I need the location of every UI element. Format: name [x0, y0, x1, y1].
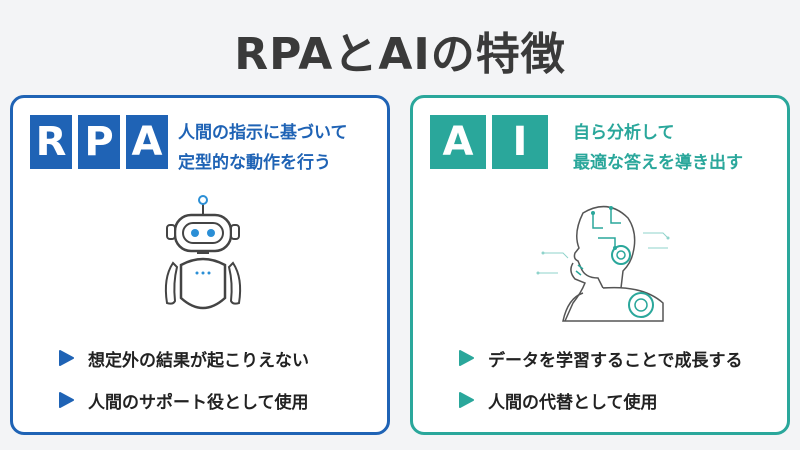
ai-card: A I 自ら分析して 最適な答えを導き出す デー	[410, 95, 790, 435]
rpa-bullet-1: 想定外の結果が起こりえない	[88, 350, 309, 371]
ai-tile-a: A	[430, 115, 486, 169]
ai-tile-i: I	[492, 115, 548, 169]
ai-desc-line2: 最適な答えを導き出す	[573, 153, 743, 173]
triangle-bullet-icon	[59, 350, 74, 366]
ai-description: 自ら分析して 最適な答えを導き出す	[573, 118, 743, 178]
robot-icon	[164, 195, 242, 310]
rpa-tile-p: P	[78, 115, 120, 169]
triangle-bullet-icon	[59, 392, 74, 408]
rpa-desc-line1: 人間の指示に基づいて	[178, 123, 348, 143]
rpa-desc-line2: 定型的な動作を行う	[178, 153, 331, 173]
rpa-description: 人間の指示に基づいて 定型的な動作を行う	[178, 118, 348, 178]
ai-desc-line1: 自ら分析して	[573, 123, 675, 143]
list-item: 人間の代替として使用	[458, 380, 743, 420]
rpa-card: R P A 人間の指示に基づいて 定型的な動作を行う 想定外	[10, 95, 390, 435]
ai-bullet-1: データを学習することで成長する	[488, 350, 743, 371]
list-item: 想定外の結果が起こりえない	[58, 338, 309, 378]
triangle-bullet-icon	[459, 392, 474, 408]
list-item: 人間のサポート役として使用	[58, 380, 309, 420]
ai-bullet-list: データを学習することで成長する 人間の代替として使用	[458, 338, 743, 422]
rpa-logo: R P A	[30, 115, 168, 169]
rpa-bullet-list: 想定外の結果が起こりえない 人間のサポート役として使用	[58, 338, 309, 422]
ai-bullet-2: 人間の代替として使用	[488, 392, 658, 413]
rpa-tile-a: A	[126, 115, 168, 169]
list-item: データを学習することで成長する	[458, 338, 743, 378]
rpa-tile-r: R	[30, 115, 72, 169]
rpa-bullet-2: 人間のサポート役として使用	[88, 392, 309, 413]
page-title: RPAとAIの特徴	[234, 29, 566, 80]
triangle-bullet-icon	[459, 350, 474, 366]
cyborg-head-icon	[536, 205, 670, 322]
ai-logo: A I	[430, 115, 548, 169]
